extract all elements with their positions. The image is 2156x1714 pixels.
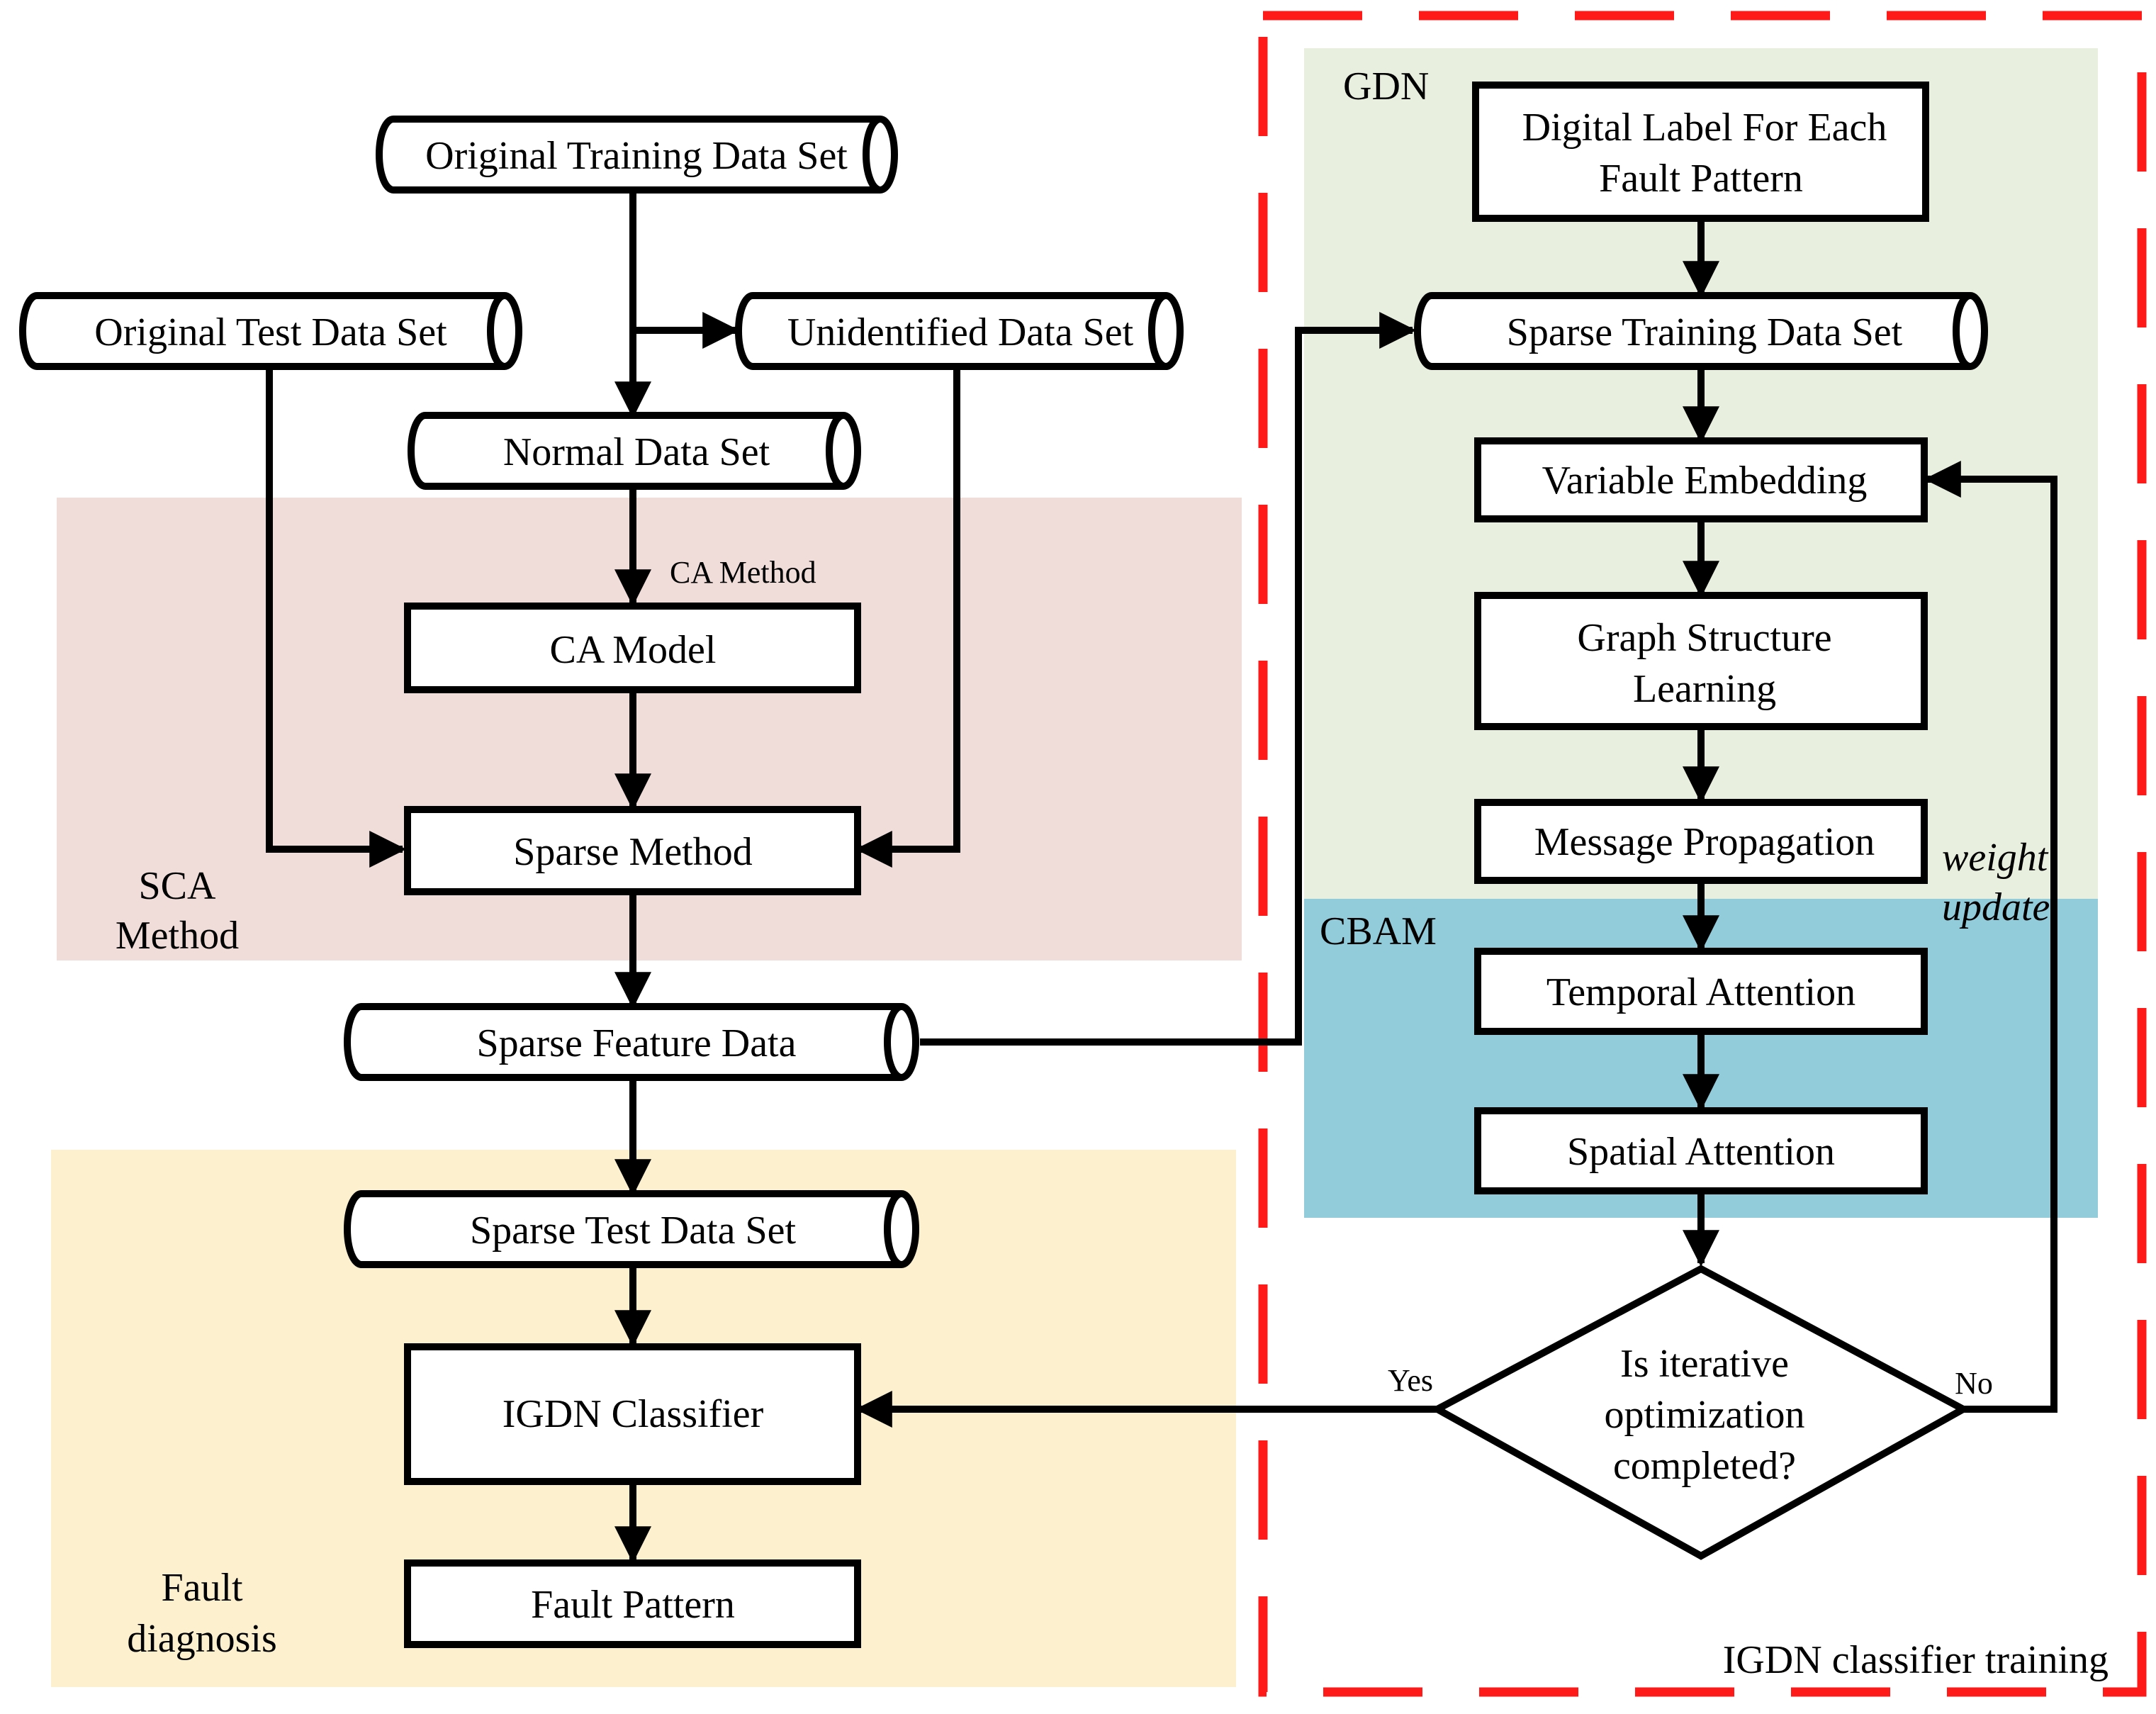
digital-label-line2: Fault Pattern: [1599, 157, 1803, 201]
sparse-test-label: Sparse Test Data Set: [470, 1209, 797, 1253]
original-test-data-set: Original Test Data Set: [19, 292, 522, 370]
edge-decision-no-to-embedding: [1924, 461, 2057, 1413]
igdn-training-label: IGDN classifier training: [1723, 1638, 2109, 1682]
weight-update-line1: weight: [1942, 836, 2049, 880]
sparse-feature-data: Sparse Feature Data: [344, 1003, 919, 1081]
iteration-decision: Is iterative optimization completed?: [1430, 1265, 1971, 1560]
decision-yes-label: Yes: [1388, 1363, 1433, 1398]
spatial-attention-label: Spatial Attention: [1567, 1130, 1835, 1174]
spatial-attention-box: Spatial Attention: [1474, 1107, 1928, 1194]
edge-unidentified-to-sparse-method: [855, 369, 960, 868]
original-test-label: Original Test Data Set: [94, 310, 447, 354]
digital-label-box: Digital Label For Each Fault Pattern: [1472, 82, 1929, 222]
fault-diagnosis-label-line1: Fault: [161, 1566, 243, 1610]
gdn-region-label: GDN: [1343, 65, 1429, 108]
ca-model-label: CA Model: [550, 628, 717, 672]
variable-embedding-box: Variable Embedding: [1474, 437, 1928, 522]
variable-embedding-label: Variable Embedding: [1542, 459, 1868, 503]
sparse-training-data-set: Sparse Training Data Set: [1414, 292, 1988, 370]
decision-line3: completed?: [1613, 1444, 1796, 1488]
igdn-classifier-box: IGDN Classifier: [404, 1343, 861, 1485]
ca-model-box: CA Model: [404, 603, 861, 693]
graph-structure-line2: Learning: [1633, 667, 1776, 711]
sparse-method-box: Sparse Method: [404, 806, 861, 895]
sparse-training-label: Sparse Training Data Set: [1507, 310, 1903, 354]
normal-label: Normal Data Set: [503, 430, 770, 474]
fault-diagnosis-label-line2: diagnosis: [127, 1617, 277, 1661]
sca-region-label-line2: Method: [116, 914, 239, 958]
edge-test-to-sparse-method: [266, 369, 407, 868]
decision-line1: Is iterative: [1620, 1342, 1789, 1386]
sparse-method-label: Sparse Method: [513, 830, 753, 874]
message-propagation-box: Message Propagation: [1474, 799, 1928, 884]
original-training-label: Original Training Data Set: [425, 134, 848, 178]
igdn-training-border: [1258, 11, 2147, 1697]
fault-pattern-label: Fault Pattern: [531, 1583, 735, 1627]
normal-data-set: Normal Data Set: [408, 412, 861, 490]
ca-method-annotation: CA Method: [670, 555, 816, 590]
temporal-attention-box: Temporal Attention: [1474, 948, 1928, 1035]
igdn-classifier-label: IGDN Classifier: [502, 1392, 764, 1436]
edge-feature-to-sparse-training: [920, 312, 1417, 1046]
weight-update-line2: update: [1942, 885, 2050, 929]
sparse-feature-label: Sparse Feature Data: [477, 1021, 797, 1065]
sparse-test-data-set: Sparse Test Data Set: [344, 1190, 919, 1268]
graph-structure-box: Graph Structure Learning: [1474, 592, 1928, 730]
message-propagation-label: Message Propagation: [1534, 820, 1875, 864]
decision-line2: optimization: [1604, 1393, 1804, 1437]
cbam-region-label: CBAM: [1320, 909, 1437, 953]
sca-region-label-line1: SCA: [139, 864, 216, 908]
unidentified-label: Unidentified Data Set: [787, 310, 1134, 354]
temporal-attention-label: Temporal Attention: [1546, 970, 1855, 1014]
unidentified-data-set: Unidentified Data Set: [735, 292, 1184, 370]
digital-label-line1: Digital Label For Each: [1522, 106, 1887, 150]
decision-no-label: No: [1955, 1366, 1993, 1401]
fault-pattern-box: Fault Pattern: [404, 1559, 861, 1648]
original-training-data-set: Original Training Data Set: [376, 116, 898, 194]
graph-structure-line1: Graph Structure: [1577, 616, 1831, 660]
